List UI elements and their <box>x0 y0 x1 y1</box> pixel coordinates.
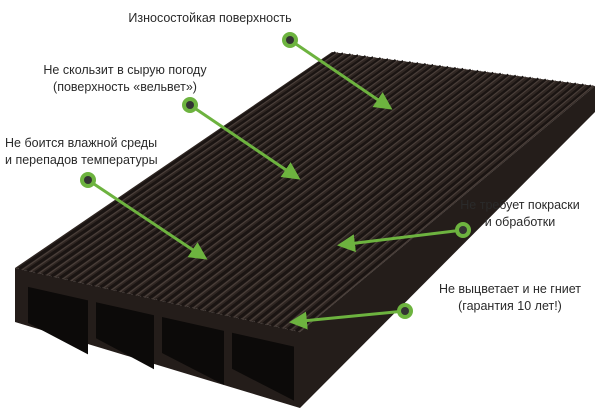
board-ridge <box>160 68 466 302</box>
board-ridge <box>217 75 519 315</box>
board-groove <box>50 55 367 278</box>
board-groove <box>164 68 472 304</box>
board-groove <box>18 51 337 271</box>
board-groove <box>246 78 548 322</box>
board-ridge <box>111 62 421 291</box>
callout-text: и перепадов температуры <box>5 153 158 167</box>
board-side-face <box>300 86 595 408</box>
callout-dot-center <box>286 36 294 44</box>
board-ridge <box>233 77 534 318</box>
board-ridge <box>241 78 542 320</box>
board-groove <box>99 60 412 289</box>
board-ridge <box>290 84 587 331</box>
callout-text: Не выцветает и не гниет <box>438 282 582 296</box>
callout-dot-center <box>186 101 194 109</box>
callout-text: Износостойкая поверхность <box>128 11 292 25</box>
board-groove <box>270 81 570 327</box>
board-ridge <box>54 55 369 278</box>
board-hollow-chamber <box>96 302 154 370</box>
board-groove <box>189 71 495 309</box>
board-ridge <box>38 53 354 275</box>
board-ridge <box>168 69 474 304</box>
board-groove <box>294 84 593 333</box>
board-ridge <box>151 67 459 300</box>
callout-text: (гарантия 10 лет!) <box>458 299 562 313</box>
callout-non-slip: Не скользит в сырую погоду (поверхность … <box>25 62 225 96</box>
board-groove <box>221 75 525 316</box>
board-groove <box>254 79 555 324</box>
callout-text: (поверхность «вельвет») <box>53 80 197 94</box>
callout-dot-center <box>84 176 92 184</box>
board-groove <box>205 73 510 313</box>
callout-no-painting: Не требует покраски и обработки <box>440 197 600 231</box>
board-ridge <box>184 71 489 307</box>
board-groove <box>197 72 502 311</box>
board-ridge <box>192 72 496 309</box>
callout-arrow <box>337 228 464 253</box>
board-ridge <box>29 52 346 273</box>
board-groove <box>286 83 585 331</box>
board-groove <box>58 56 375 280</box>
board-groove <box>75 58 390 283</box>
board-ridge <box>21 51 339 271</box>
board-groove <box>107 61 420 291</box>
board-groove <box>34 53 352 274</box>
board-ridge <box>298 85 594 333</box>
callout-text: и обработки <box>484 215 556 229</box>
board-hollow-chamber <box>162 317 224 385</box>
board-ridge <box>95 60 406 287</box>
board-ridge <box>86 59 399 286</box>
board-ridge <box>78 58 391 284</box>
callout-text: Не скользит в сырую погоду <box>43 63 207 77</box>
callout-arrow <box>87 178 208 260</box>
callout-dot-center <box>459 226 467 234</box>
board-ridge <box>176 70 481 306</box>
board-groove <box>278 82 578 329</box>
board-ridge <box>46 54 361 276</box>
board-ridge <box>274 82 572 328</box>
board-ridge <box>257 80 557 324</box>
board-ridge <box>70 57 384 282</box>
board-groove <box>67 57 382 282</box>
callout-text: Не боится влажной среды <box>5 136 158 150</box>
board-groove <box>172 69 480 305</box>
board-groove <box>262 80 563 325</box>
board-ridge <box>249 79 549 322</box>
board-ridge <box>208 74 511 313</box>
board-groove <box>156 67 465 302</box>
callout-dot-center <box>401 307 409 315</box>
callout-arrow <box>289 38 393 110</box>
board-ridge <box>265 81 564 326</box>
board-groove <box>237 77 540 320</box>
callout-text: Не требует покраски <box>460 198 580 212</box>
board-hollow-chamber <box>232 332 294 401</box>
board-groove <box>213 74 518 314</box>
callout-no-fade: Не выцветает и не гниет (гарантия 10 лет… <box>425 281 595 315</box>
callout-arrow <box>289 309 406 330</box>
board-ridge <box>225 76 526 317</box>
board-groove <box>26 52 345 272</box>
callout-wear-resistant: Износостойкая поверхность <box>110 10 310 27</box>
board-hollow-chamber <box>28 286 88 355</box>
board-groove <box>83 59 397 285</box>
board-groove <box>42 54 360 276</box>
board-ridge <box>282 83 579 329</box>
board-groove <box>229 76 533 318</box>
callout-arrow <box>189 103 301 180</box>
board-ridge <box>200 73 504 311</box>
callout-moisture: Не боится влажной среды и перепадов темп… <box>5 135 158 169</box>
board-groove <box>148 66 457 300</box>
board-groove <box>91 60 405 287</box>
board-groove <box>181 70 487 307</box>
board-ridge <box>103 61 414 289</box>
board-ridge <box>62 56 376 280</box>
